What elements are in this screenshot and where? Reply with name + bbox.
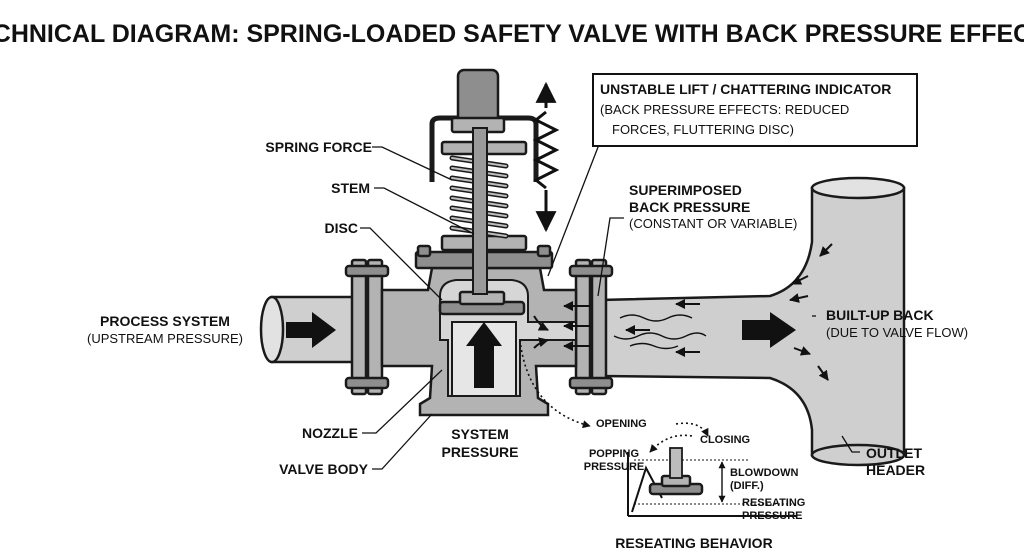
chatter-line-3: FORCES, FLUTTERING DISC) xyxy=(612,122,794,137)
label-built-up-back: BUILT-UP BACK xyxy=(826,307,934,323)
label-spring-force: SPRING FORCE xyxy=(265,139,372,155)
label-constant-or-variable: (CONSTANT OR VARIABLE) xyxy=(629,216,797,231)
label-header: HEADER xyxy=(866,462,925,478)
label-superimposed: SUPERIMPOSED xyxy=(629,182,742,198)
label-back-pressure: BACK PRESSURE xyxy=(629,199,750,215)
label-popping-pressure: PRESSURE xyxy=(584,461,645,473)
chatter-line-2: (BACK PRESSURE EFFECTS: REDUCED xyxy=(600,102,849,117)
chatter-callout-box xyxy=(592,73,918,147)
chatter-indicator-icon xyxy=(532,81,560,233)
reseating-caption: RESEATING BEHAVIOR xyxy=(615,535,772,551)
flow-arrows xyxy=(286,243,833,388)
inlet-flange xyxy=(344,258,390,396)
label-outlet: OUTLET xyxy=(866,445,922,461)
leader-lines xyxy=(360,141,860,470)
disc xyxy=(438,290,526,316)
label-pressure: PRESSURE xyxy=(441,444,518,460)
outlet-flange xyxy=(568,258,614,396)
label-diff: (DIFF.) xyxy=(730,480,764,492)
label-process-system: PROCESS SYSTEM xyxy=(100,313,230,329)
label-stem: STEM xyxy=(331,180,370,196)
label-system: SYSTEM xyxy=(451,426,509,442)
valve-cap xyxy=(450,68,506,134)
label-due-to-valve-flow: (DUE TO VALVE FLOW) xyxy=(826,325,968,340)
stem xyxy=(472,127,488,295)
label-closing: CLOSING xyxy=(700,434,750,446)
opening-dotted-arc xyxy=(519,339,591,429)
reseating-inset xyxy=(627,422,796,517)
label-disc: DISC xyxy=(325,220,358,236)
label-upstream-pressure: (UPSTREAM PRESSURE) xyxy=(87,331,243,346)
label-opening: OPENING xyxy=(596,418,647,430)
label-blowdown: BLOWDOWN xyxy=(730,467,798,479)
chatter-line-1: UNSTABLE LIFT / CHATTERING INDICATOR xyxy=(600,81,891,97)
label-valve-body: VALVE BODY xyxy=(279,461,369,477)
diagram-title: TECHNICAL DIAGRAM: SPRING-LOADED SAFETY … xyxy=(0,20,1024,48)
label-popping: POPPING xyxy=(589,448,639,460)
label-reseating-pressure: PRESSURE xyxy=(742,510,803,522)
label-reseating: RESEATING xyxy=(742,497,805,509)
label-nozzle: NOZZLE xyxy=(302,425,358,441)
